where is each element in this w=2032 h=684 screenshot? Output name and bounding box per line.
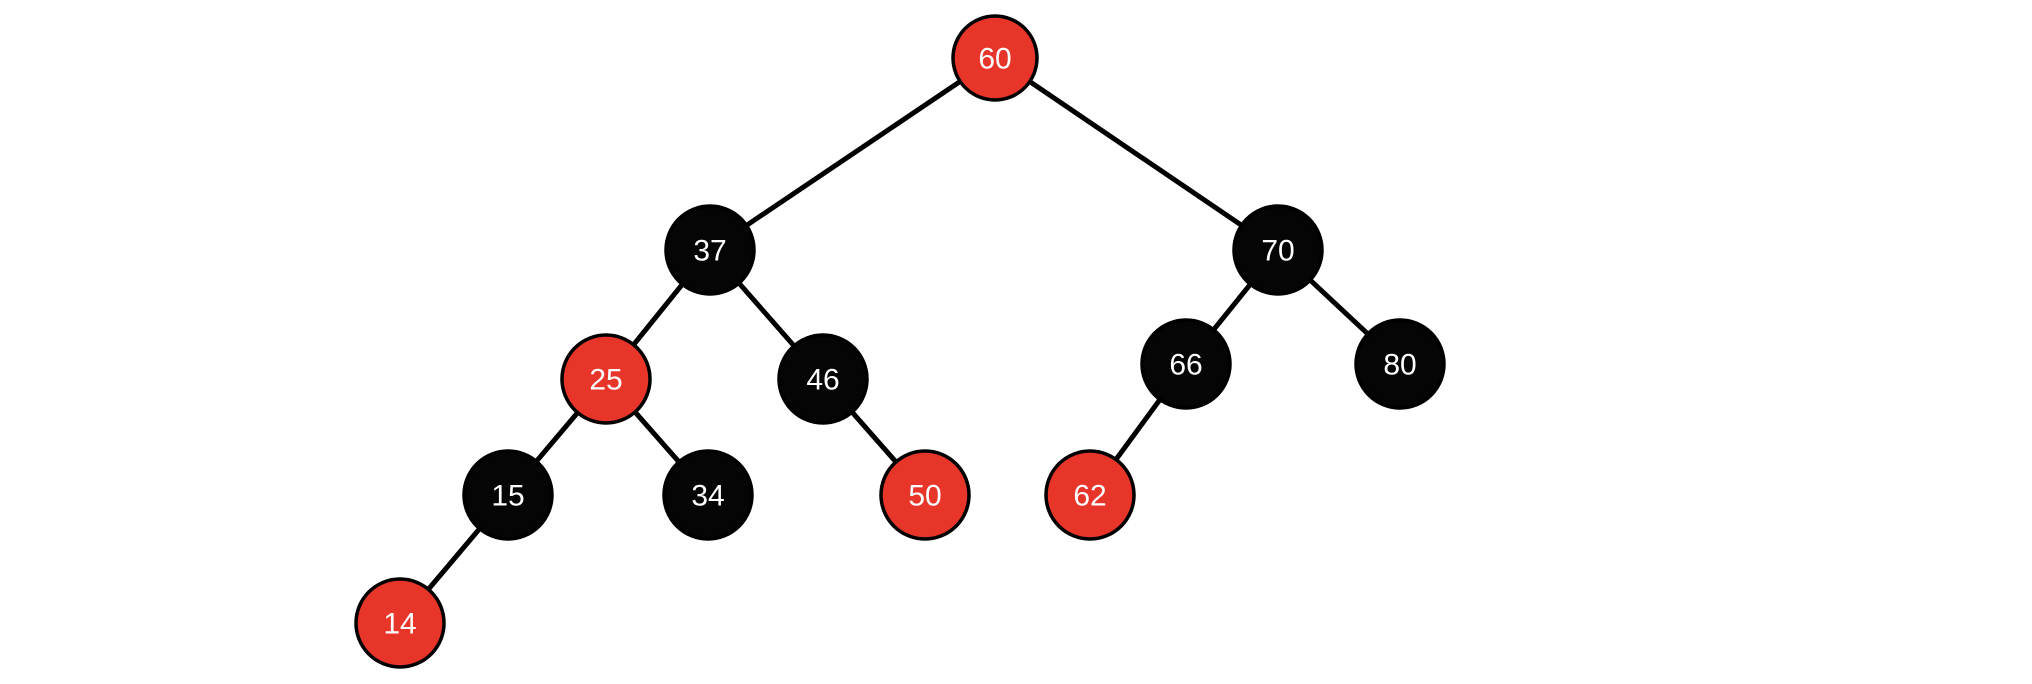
tree-edge-60-to-70 (1026, 78, 1245, 229)
node-circle-14[interactable] (354, 577, 446, 669)
node-label-46: 46 (806, 364, 839, 397)
node-label-66: 66 (1169, 349, 1202, 382)
node-label-60: 60 (978, 43, 1011, 76)
tree-node-80[interactable]: 80 (1354, 318, 1446, 410)
node-label-50: 50 (908, 480, 941, 513)
tree-node-34[interactable]: 34 (662, 449, 754, 541)
tree-node-25[interactable]: 25 (560, 333, 652, 425)
tree-node-37[interactable]: 37 (664, 204, 756, 296)
tree-node-50[interactable]: 50 (879, 449, 971, 541)
tree-edge-70-to-66 (1210, 281, 1254, 333)
tree-node-60[interactable]: 60 (951, 14, 1039, 102)
tree-node-62[interactable]: 62 (1044, 449, 1136, 541)
node-circle-37[interactable] (664, 204, 756, 296)
tree-node-46[interactable]: 46 (777, 333, 869, 425)
node-label-70: 70 (1261, 235, 1294, 268)
tree-edge-37-to-25 (630, 281, 686, 348)
tree-edge-60-to-37 (743, 78, 964, 229)
tree-edge-15-to-14 (425, 525, 483, 593)
node-circle-66[interactable] (1140, 318, 1232, 410)
tree-edge-25-to-15 (533, 409, 581, 465)
node-circle-15[interactable] (462, 449, 554, 541)
node-circle-70[interactable] (1232, 204, 1324, 296)
node-label-14: 14 (383, 608, 416, 641)
tree-node-66[interactable]: 66 (1140, 318, 1232, 410)
tree-node-14[interactable]: 14 (354, 577, 446, 669)
tree-edge-70-to-80 (1306, 276, 1372, 338)
node-label-15: 15 (491, 480, 524, 513)
node-circle-34[interactable] (662, 449, 754, 541)
tree-edge-46-to-50 (848, 408, 900, 466)
node-label-62: 62 (1073, 480, 1106, 513)
node-circle-50[interactable] (879, 449, 971, 541)
node-circle-80[interactable] (1354, 318, 1446, 410)
tree-edge-66-to-62 (1112, 396, 1164, 463)
node-label-34: 34 (691, 480, 724, 513)
node-label-25: 25 (589, 364, 622, 397)
node-label-37: 37 (693, 235, 726, 268)
node-circle-25[interactable] (560, 333, 652, 425)
node-circle-46[interactable] (777, 333, 869, 425)
node-label-80: 80 (1383, 349, 1416, 382)
tree-edge-37-to-46 (735, 279, 798, 350)
tree-edges-group (425, 78, 1372, 593)
tree-nodes-group: 60 37 70 25 46 66 80 15 34 50 62 14 (354, 14, 1446, 669)
node-circle-60[interactable] (951, 14, 1039, 102)
tree-node-15[interactable]: 15 (462, 449, 554, 541)
node-circle-62[interactable] (1044, 449, 1136, 541)
tree-edge-25-to-34 (631, 408, 683, 466)
tree-node-70[interactable]: 70 (1232, 204, 1324, 296)
